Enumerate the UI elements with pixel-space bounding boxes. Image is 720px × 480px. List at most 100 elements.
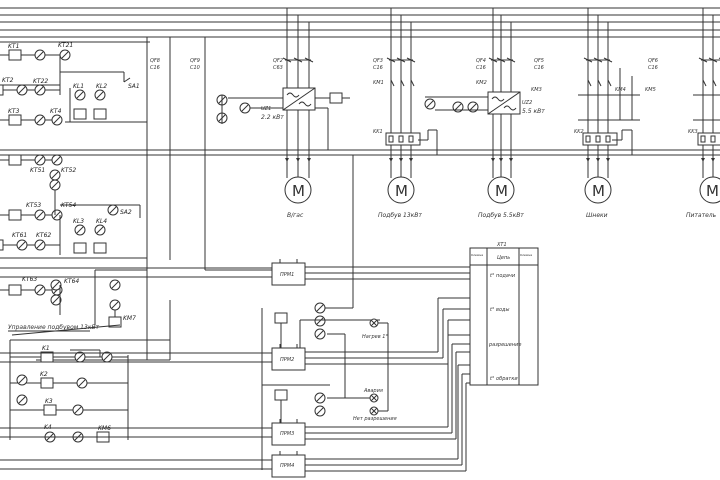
relay-label: KT21 <box>58 42 73 49</box>
thermal-relay-label: KK1 <box>373 129 383 135</box>
control-wiring <box>0 37 720 440</box>
motor-label: Подбув 5.5кВт <box>478 212 524 219</box>
relay-label: KT53 <box>26 202 41 209</box>
motor-icon <box>387 176 415 204</box>
terminal-arrow-icon <box>509 158 513 162</box>
terminal-arrow-icon <box>491 158 495 162</box>
contactor-labels: KM1 KM2 KM3 KM4 KM5 KK1 KK2 KK3 UZ1 2.2 … <box>261 80 698 135</box>
wire <box>400 79 405 87</box>
wire <box>316 317 324 325</box>
motor-labels: M M M M M В/гас Подбув 13кВт Подбув 5.5к… <box>287 182 719 219</box>
wire <box>76 91 84 99</box>
motor-icon <box>699 176 720 204</box>
motor-label: Шнеки <box>586 212 608 219</box>
wire <box>123 77 131 83</box>
module-label: ПРМ4 <box>280 463 294 469</box>
thermal-relay-label: KK2 <box>574 129 584 135</box>
terminal-block-xt1: XT1 Клемма Цепь Клемма t° подачи t° воды… <box>469 242 539 386</box>
wire <box>36 51 44 59</box>
contactor-label: KM4 <box>615 87 626 93</box>
relay-label: KT62 <box>36 232 51 239</box>
terminal-group: разрешение <box>488 342 521 348</box>
terminal-header: Клемма <box>520 253 532 257</box>
wire <box>316 304 324 312</box>
breaker-id: QF8 <box>150 58 160 64</box>
terminal-arrow-icon <box>586 158 590 162</box>
coil-icon <box>274 312 288 324</box>
wire <box>103 353 111 361</box>
wire <box>454 103 462 111</box>
wire <box>51 171 59 179</box>
relay-label: KT54 <box>61 202 76 209</box>
coil-icon <box>93 108 107 120</box>
thermal-relay-label: KK3 <box>688 129 698 135</box>
motor-symbol: M <box>495 182 508 200</box>
contactor-label: KM2 <box>476 80 487 86</box>
drive-label: UZ1 <box>261 106 271 112</box>
wire <box>282 87 316 111</box>
wire <box>96 91 104 99</box>
heater-element-icon <box>388 135 394 143</box>
wire <box>316 407 324 415</box>
terminal-arrow-icon <box>399 158 403 162</box>
wire <box>36 241 44 249</box>
drive-power: 5.5 кВт <box>522 108 545 115</box>
motor-icon <box>487 176 515 204</box>
wire <box>18 86 26 94</box>
relay-label: KL2 <box>96 83 107 90</box>
coil-icon <box>73 242 87 254</box>
sine-icon <box>298 101 312 107</box>
relay-label: KM6 <box>98 425 111 432</box>
relay-label: KL1 <box>73 83 84 90</box>
terminal-block-title: XT1 <box>496 242 507 248</box>
breaker-id: QF5 <box>534 58 544 64</box>
module-label: ПРМ2 <box>280 357 294 363</box>
heater-element-icon <box>408 135 414 143</box>
wire <box>111 281 119 289</box>
coil-icon <box>8 154 22 166</box>
contactor-label: KM1 <box>373 80 384 86</box>
relay-label: KT22 <box>33 78 48 85</box>
module-label: ПРМ1 <box>280 272 294 278</box>
control-caption: Управление подбувом 13кВт <box>8 324 100 331</box>
wire <box>370 394 378 402</box>
wire <box>109 206 117 214</box>
heater-element-icon <box>700 135 706 143</box>
terminal-arrow-icon <box>307 158 311 162</box>
wire <box>469 103 477 111</box>
wire <box>18 396 26 404</box>
terminal-header: Клемма <box>471 253 483 257</box>
heater-element-icon <box>398 135 404 143</box>
wire <box>712 79 717 87</box>
coil-icon <box>274 389 288 401</box>
breaker-id: QF6 <box>648 58 658 64</box>
relay-label: KT4 <box>50 108 62 115</box>
relay-label: K1 <box>42 345 50 352</box>
wire <box>53 156 61 164</box>
wire <box>36 211 44 219</box>
relay-label: KT52 <box>61 167 76 174</box>
sine-icon <box>503 105 517 111</box>
motor-label: Подбув 13кВт <box>378 212 422 219</box>
terminal-header: Цепь <box>497 255 510 261</box>
breaker-rating: C16 <box>534 65 544 71</box>
wire <box>36 156 44 164</box>
breaker-id: QF3 <box>373 58 383 64</box>
breaker-id: QF2 <box>273 58 283 64</box>
wire <box>241 104 249 112</box>
wire <box>74 406 82 414</box>
coil-icon <box>108 316 122 328</box>
terminal-arrow-icon <box>596 158 600 162</box>
breaker-id: QF4 <box>476 58 486 64</box>
relay-label: KT2 <box>2 77 14 84</box>
terminal-arrow-icon <box>606 158 610 162</box>
module-label: ПРМ3 <box>280 431 294 437</box>
wire <box>52 281 60 289</box>
wire <box>18 241 26 249</box>
wire <box>78 379 86 387</box>
relay-label: KT63 <box>22 276 37 283</box>
breaker-rating: C10 <box>190 65 200 71</box>
terminal-arrow-icon <box>296 158 300 162</box>
terminal-arrow-icon <box>285 158 289 162</box>
